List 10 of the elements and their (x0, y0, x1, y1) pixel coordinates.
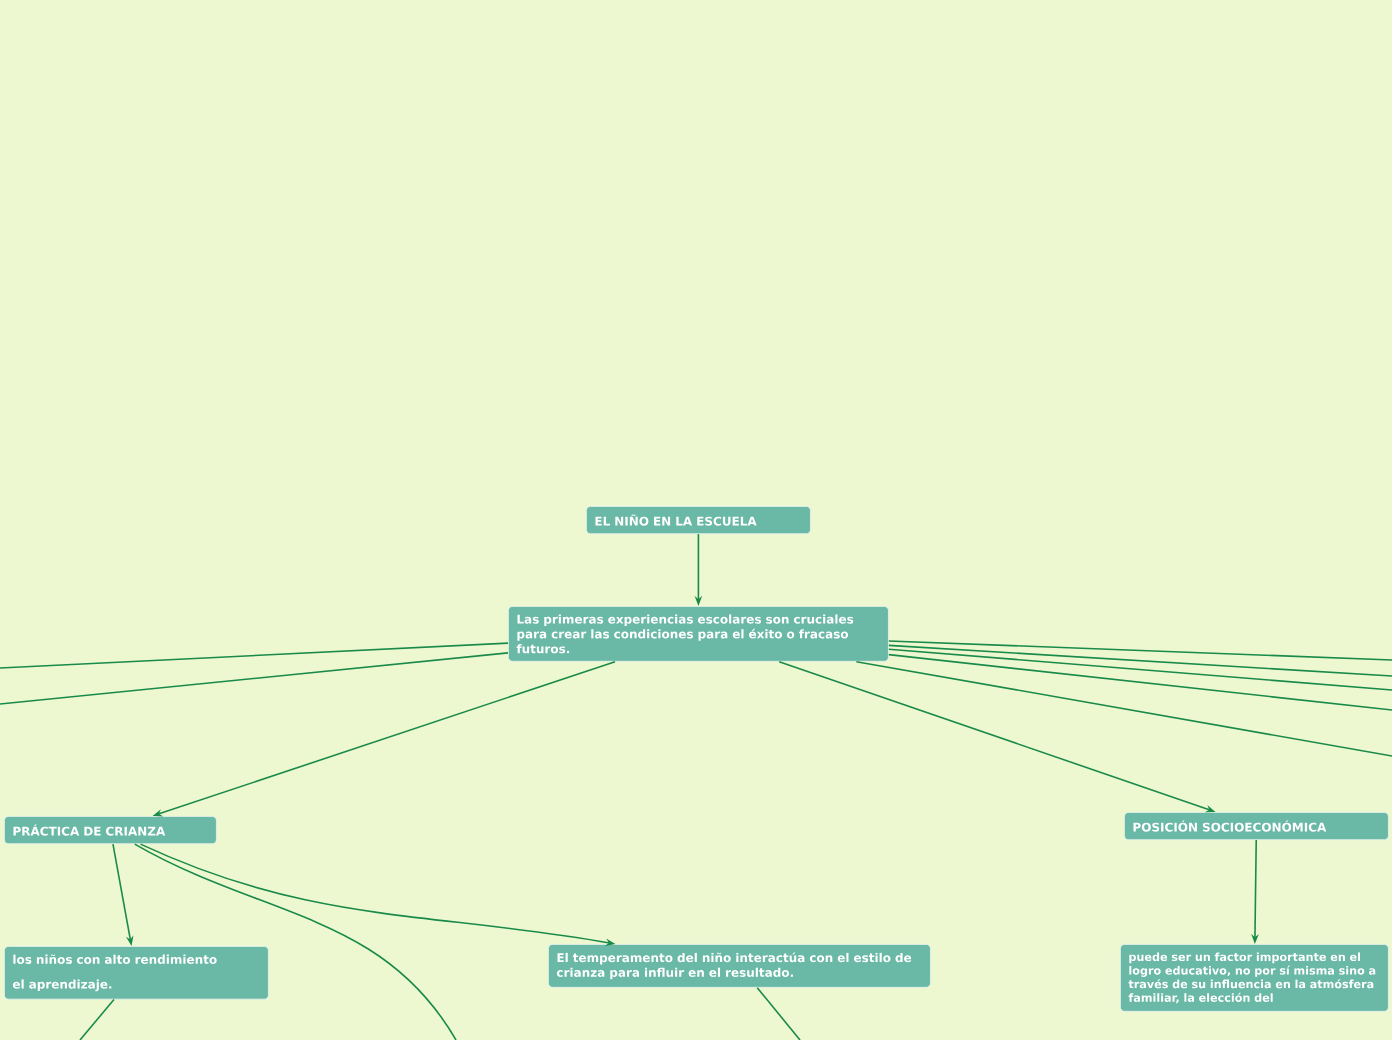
connector-line (0, 652, 509, 705)
connector-line (133, 843, 457, 1040)
connector-line (855, 660, 1392, 757)
connector-line (888, 644, 1392, 677)
connector-line (0, 642, 509, 669)
connector-line (888, 640, 1392, 661)
connector-line (888, 648, 1392, 691)
connector-line (79, 998, 115, 1040)
connector-line (888, 653, 1392, 711)
connector-line (756, 986, 801, 1040)
